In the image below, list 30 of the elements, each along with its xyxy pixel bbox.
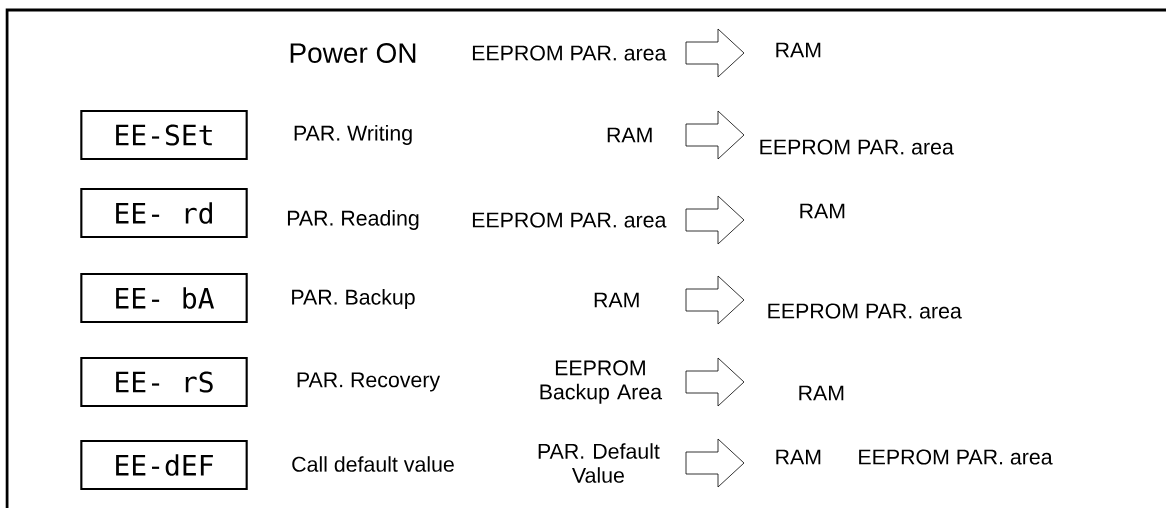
display-panel: EE-SEt (80, 109, 248, 161)
function-label: PAR. Recovery (297, 372, 441, 392)
memory-label: EEPROM PAR. area (760, 139, 954, 155)
block-arrow (685, 110, 745, 160)
memory-label: RAM (776, 42, 821, 58)
function-label: Power ON (290, 43, 416, 63)
display-panel: EE- rd (80, 187, 248, 239)
memory-label: PAR. Default Value (538, 443, 660, 483)
block-arrow (685, 357, 745, 407)
function-label: Call default value (292, 456, 454, 472)
memory-label: RAM (607, 127, 652, 143)
display-panel: EE-dEF (80, 439, 248, 491)
memory-label: EEPROM Backup Area (540, 360, 663, 404)
memory-label: EEPROM PAR. area (472, 212, 667, 228)
function-label: PAR. Writing (294, 125, 412, 145)
memory-label: EEPROM PAR. area (768, 303, 962, 319)
function-label: PAR. Reading (287, 210, 419, 230)
memory-label: RAM (800, 203, 845, 219)
memory-label: RAM (594, 292, 639, 308)
memory-label: RAM (776, 449, 821, 465)
function-label: EEPROM PAR. area (859, 449, 1053, 465)
function-label: PAR. Backup (292, 289, 415, 309)
display-panel: EE- bA (80, 272, 248, 324)
memory-label: RAM (799, 385, 844, 401)
display-panel: EE- rS (80, 356, 248, 408)
block-arrow (685, 195, 745, 245)
block-arrow (685, 275, 745, 325)
memory-label: EEPROM PAR. area (472, 45, 667, 61)
block-arrow (685, 28, 745, 78)
block-arrow (685, 438, 745, 488)
